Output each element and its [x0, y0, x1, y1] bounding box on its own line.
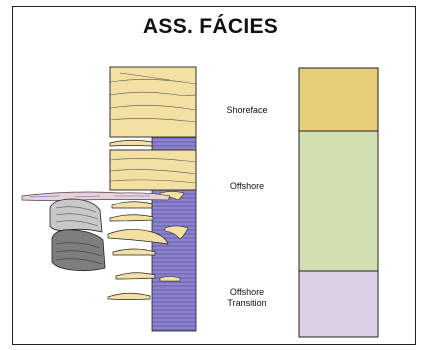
- sandstone-lens: [160, 277, 180, 282]
- sandstone-lens: [112, 202, 152, 208]
- sandstone-lens: [113, 249, 155, 255]
- sandstone-lens: [108, 293, 150, 299]
- carbonate-clast-upper: [50, 199, 102, 232]
- sandstone-lens: [116, 273, 155, 279]
- sandstone-lens: [110, 215, 153, 221]
- label-offshore: Offshore: [212, 181, 282, 192]
- upper-sandstone-block: [110, 67, 196, 137]
- label-shoreface: Shoreface: [212, 105, 282, 116]
- facies-box-offshore: [299, 131, 378, 271]
- facies-box-offshore-transition: [299, 271, 378, 337]
- sandstone-lens: [110, 140, 152, 146]
- carbonate-clast-lower: [52, 230, 105, 271]
- facies-box-shoreface: [299, 68, 378, 131]
- label-offshore-transition: Offshore Transition: [206, 287, 288, 309]
- middle-sandstone-block: [110, 150, 196, 190]
